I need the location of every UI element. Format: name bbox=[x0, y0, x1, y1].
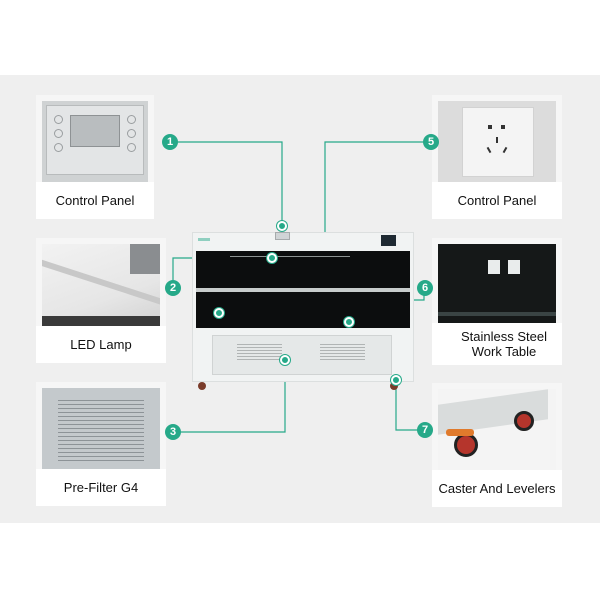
laminar-flow-cabinet-photo bbox=[192, 232, 414, 394]
marker-dot-7 bbox=[391, 375, 401, 385]
pre-filter-photo bbox=[42, 388, 160, 476]
marker-dot-5 bbox=[214, 308, 224, 318]
callout-label: Control Panel bbox=[36, 182, 154, 219]
callout-number-2: 2 bbox=[165, 280, 181, 296]
callout-label: Pre-Filter G4 bbox=[36, 469, 166, 506]
callout-card-pre-filter: Pre-Filter G4 bbox=[36, 382, 166, 506]
marker-dot-6 bbox=[344, 317, 354, 327]
callout-card-caster: Caster And Levelers bbox=[432, 383, 562, 507]
marker-dot-2 bbox=[267, 253, 277, 263]
callout-label: Stainless Steel Work Table bbox=[432, 323, 562, 365]
callout-card-led-lamp: LED Lamp bbox=[36, 238, 166, 363]
callout-card-control-panel: Control Panel bbox=[36, 95, 154, 219]
callout-number-1: 1 bbox=[162, 134, 178, 150]
callout-card-power-socket: Control Panel bbox=[432, 95, 562, 219]
callout-label: Control Panel bbox=[432, 182, 562, 219]
callout-number-6: 6 bbox=[417, 280, 433, 296]
caster-photo bbox=[438, 389, 556, 477]
callout-label: Caster And Levelers bbox=[432, 470, 562, 507]
marker-dot-1 bbox=[277, 221, 287, 231]
callout-number-7: 7 bbox=[417, 422, 433, 438]
led-lamp-photo bbox=[42, 244, 160, 332]
control-panel-photo bbox=[42, 101, 148, 189]
callout-label: LED Lamp bbox=[36, 326, 166, 363]
marker-dot-3 bbox=[280, 355, 290, 365]
power-socket-photo bbox=[438, 101, 556, 189]
callout-number-5: 5 bbox=[423, 134, 439, 150]
callout-number-3: 3 bbox=[165, 424, 181, 440]
callout-card-work-table: Stainless Steel Work Table bbox=[432, 238, 562, 365]
mini-control-panel-icon bbox=[275, 232, 290, 240]
work-table-photo bbox=[438, 244, 556, 324]
